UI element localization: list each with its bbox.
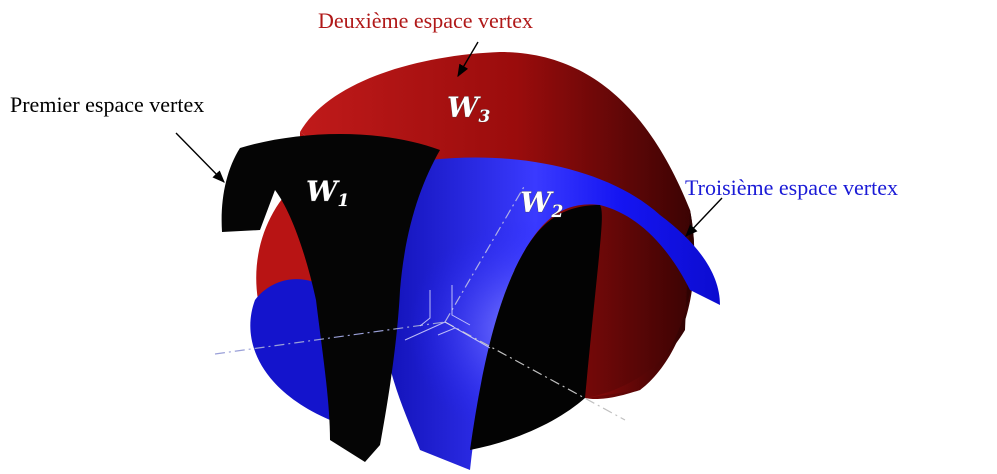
callout-arrows [175, 41, 723, 237]
arrow-third-space [685, 197, 723, 237]
third-vertex-space-callout: Troisième espace vertex [685, 175, 898, 200]
third-vertex-space-surface [250, 157, 720, 470]
arrow-second-space [457, 41, 479, 78]
coordinate-axes [214, 184, 626, 421]
workspace-w3-label: W3 [447, 91, 490, 127]
second-vertex-space-callout: Deuxième espace vertex [318, 8, 533, 33]
first-vertex-space-surface [221, 134, 602, 462]
workspace-w1-label: W1 [306, 175, 349, 211]
workspace-w2-label: W2 [520, 186, 563, 222]
first-vertex-space-callout: Premier espace vertex [10, 92, 204, 117]
arrow-first-space [175, 132, 225, 183]
